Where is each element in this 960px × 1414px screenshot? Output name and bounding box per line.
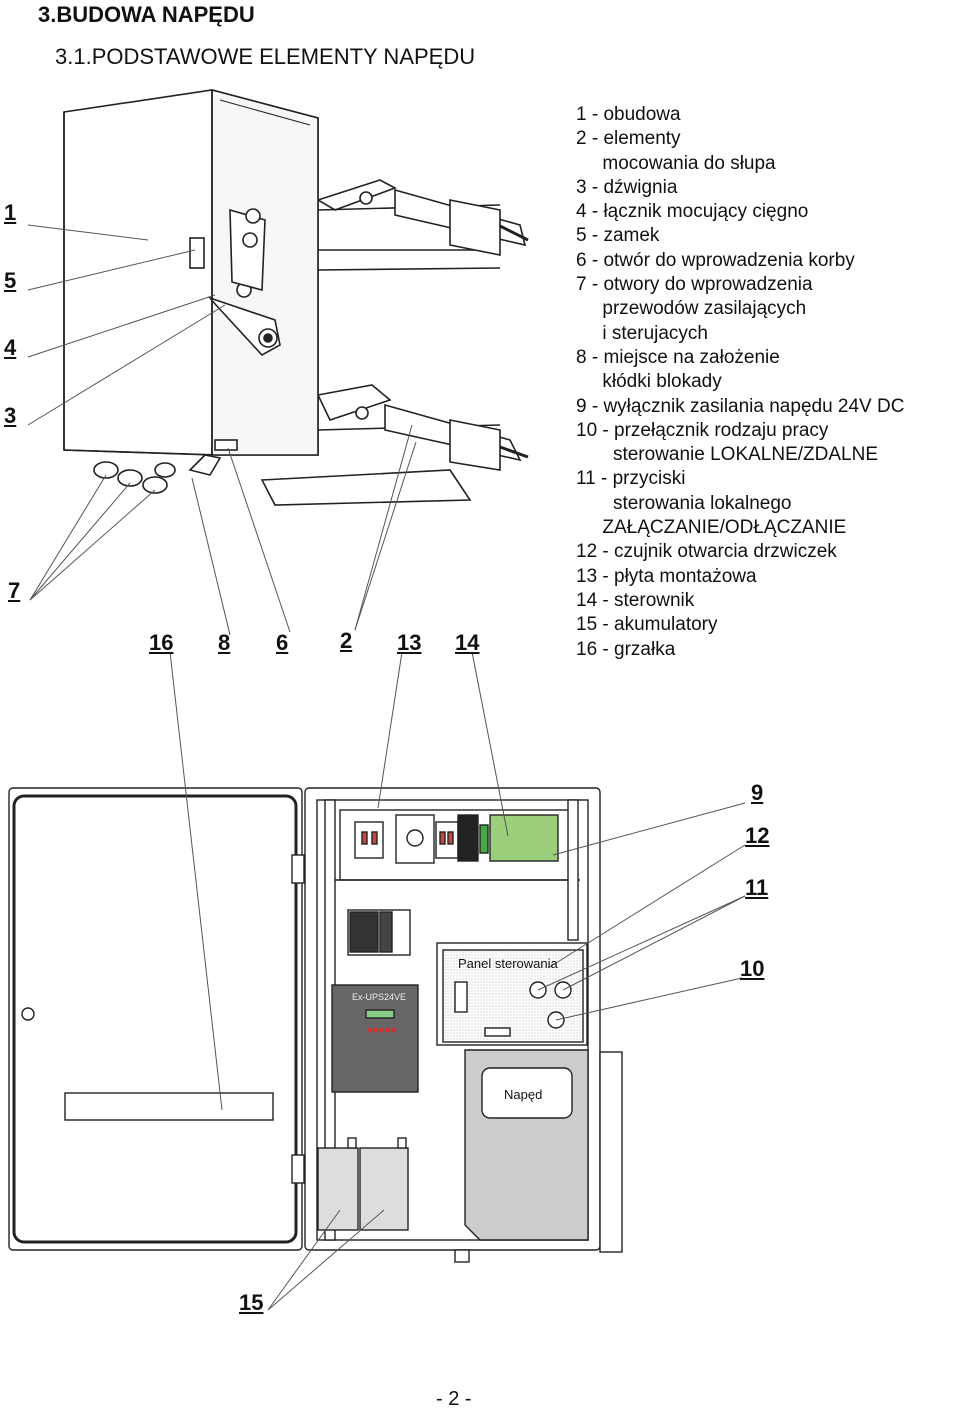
page-number: - 2 - <box>436 1388 472 1410</box>
legend-item: i sterujacych <box>576 322 708 344</box>
control-panel-label: Panel sterowania <box>458 956 558 971</box>
cabinet-drawing <box>8 787 623 1263</box>
door-latch-icon <box>21 1007 35 1021</box>
housing-drawing <box>63 88 529 506</box>
ups-module <box>331 984 419 1093</box>
callout-11: 11 <box>745 875 769 900</box>
legend-item: 9 - wyłącznik zasilania napędu 24V DC <box>576 395 905 417</box>
legend-item: 10 - przełącznik rodzaju pracy <box>576 419 829 441</box>
legend-item: ZAŁĄCZANIE/ODŁĄCZANIE <box>576 517 847 539</box>
legend-item: 3 - dźwignia <box>576 176 678 198</box>
legend-item: 12 - czujnik otwarcia drzwiczek <box>576 541 837 563</box>
legend-item: 13 - płyta montażowa <box>576 565 757 587</box>
callout-6: 6 <box>276 630 289 655</box>
legend-item: sterowanie LOKALNE/ZDALNE <box>576 444 879 466</box>
callout-15: 15 <box>239 1290 264 1315</box>
section-title: 3.BUDOWA NAPĘDU <box>38 2 255 27</box>
breaker-block <box>347 909 411 956</box>
lower-mount-bracket <box>260 384 529 506</box>
callout-9: 9 <box>751 780 764 805</box>
legend-item: 15 - akumulatory <box>576 614 718 636</box>
callout-12: 12 <box>745 823 770 848</box>
power-switch-icon <box>454 981 468 1013</box>
upper-mount-bracket <box>316 179 529 271</box>
legend-item: mocowania do słupa <box>576 152 776 174</box>
legend-item: 4 - łącznik mocujący cięgno <box>576 201 809 223</box>
batteries <box>317 1137 409 1231</box>
legend-item: 16 - grzałka <box>576 638 676 660</box>
callout-3: 3 <box>4 403 17 428</box>
section-subtitle: 3.1.PODSTAWOWE ELEMENTY NAPĘDU <box>55 44 476 69</box>
housing-box <box>63 88 319 456</box>
legend-item: sterowania lokalnego <box>576 492 792 514</box>
legend-item: 6 - otwór do wprowadzenia korby <box>576 249 855 271</box>
legend-item: 1 - obudowa <box>576 104 681 125</box>
legend-item: 2 - elementy <box>576 128 681 150</box>
callout-4: 4 <box>4 335 17 360</box>
callout-16: 16 <box>149 630 174 655</box>
callout-10: 10 <box>740 956 765 981</box>
lock-icon <box>189 237 205 269</box>
padlock-tab <box>188 454 222 476</box>
cable-glands <box>93 461 176 494</box>
parts-legend: 1 - obudowa 2 - elementy mocowania do słu… <box>576 103 904 662</box>
callout-5: 5 <box>4 268 17 293</box>
leader-lines-bottom <box>169 651 746 1311</box>
legend-item: 11 - przyciski <box>576 468 686 490</box>
legend-item: 5 - zamek <box>576 225 660 247</box>
heater-icon <box>64 1092 274 1121</box>
callout-7: 7 <box>8 578 21 603</box>
legend-item: 7 - otwory do wprowadzenia <box>576 274 813 296</box>
callout-14: 14 <box>455 630 480 655</box>
terminal-blocks <box>354 814 559 864</box>
legend-item: 8 - miejsce na założenie <box>576 346 780 368</box>
leader-lines-top <box>27 224 417 636</box>
legend-item: 14 - sterownik <box>576 589 695 611</box>
legend-item: przewodów zasilających <box>576 298 807 320</box>
legend-item: kłódki blokady <box>576 371 722 393</box>
link-plate <box>229 208 266 292</box>
callout-1: 1 <box>4 200 17 225</box>
callout-2: 2 <box>340 628 353 653</box>
callout-8: 8 <box>218 630 231 655</box>
drive-label: Napęd <box>504 1087 542 1102</box>
callout-13: 13 <box>397 630 422 655</box>
ups-label: Ex-UPS24VE <box>352 992 406 1002</box>
